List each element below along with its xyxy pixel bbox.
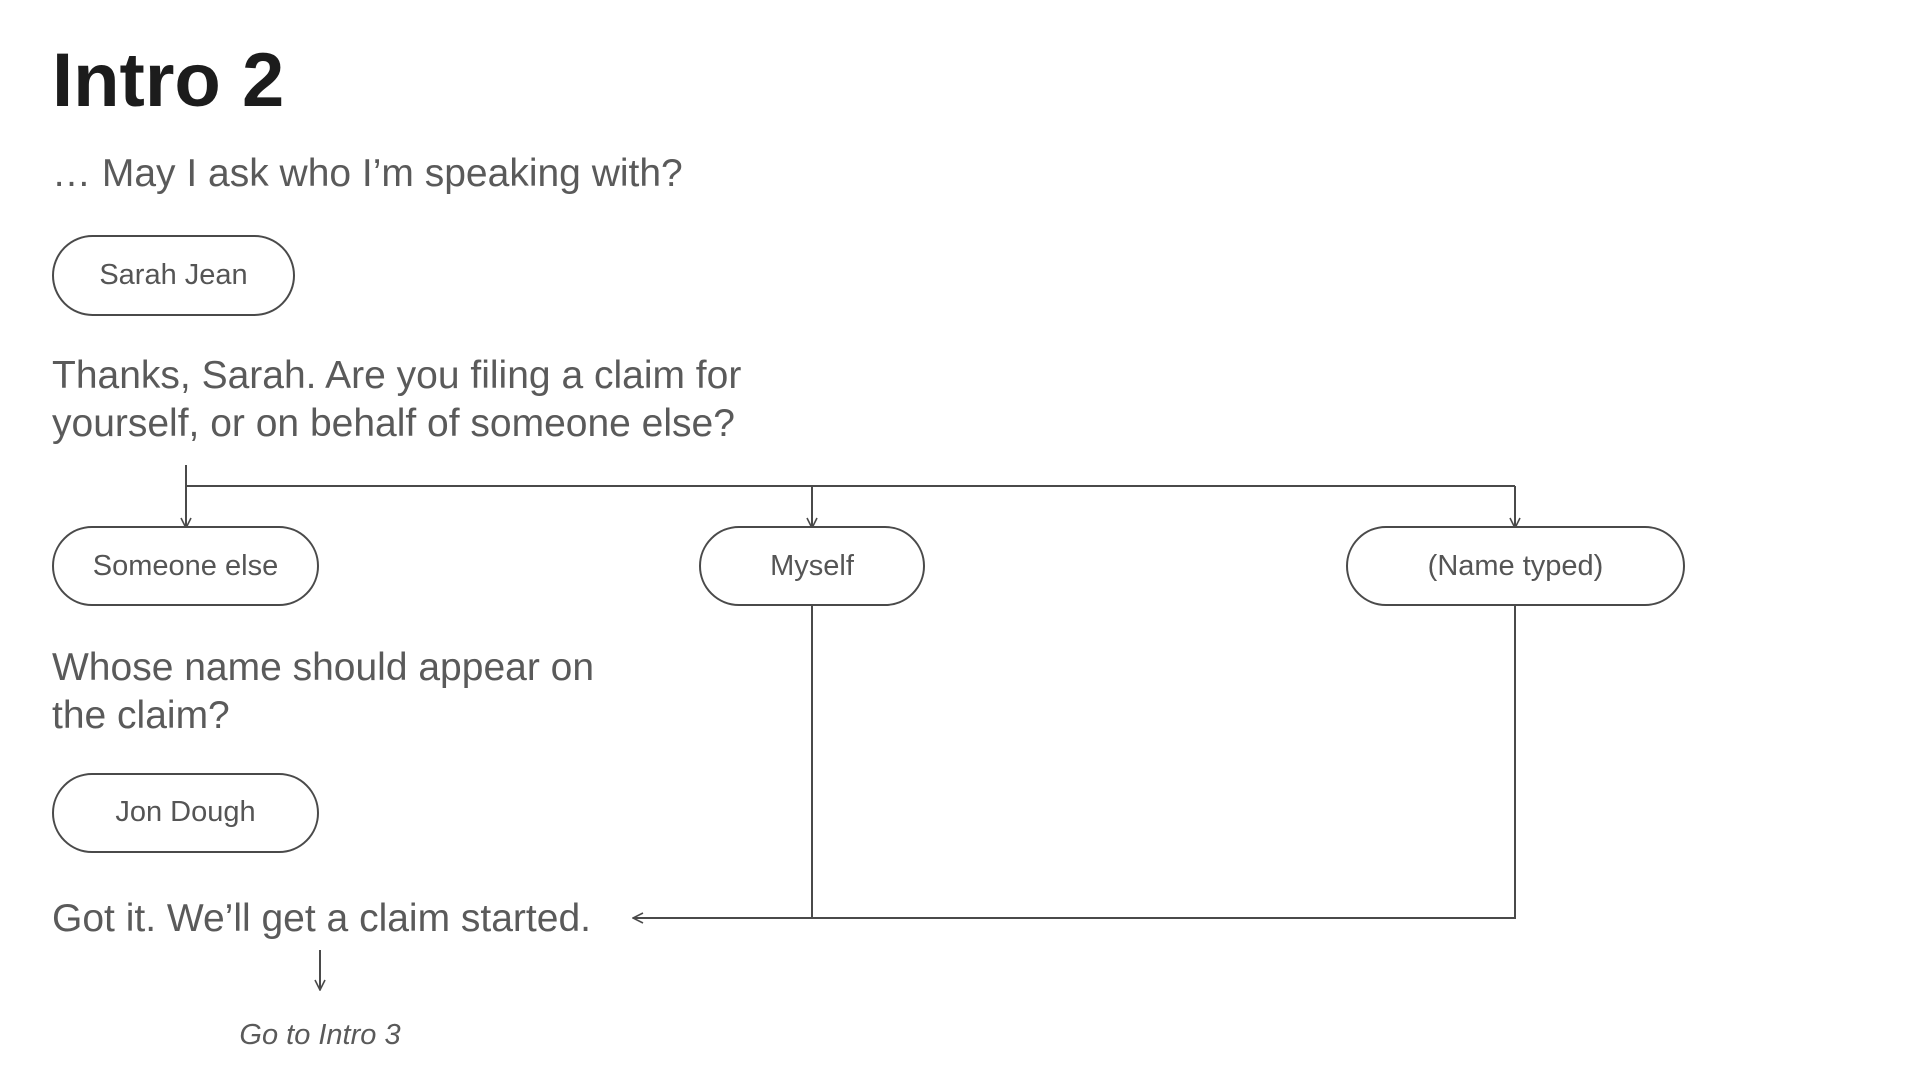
response-sarah-jean[interactable]: Sarah Jean (52, 235, 295, 316)
prompt-filing-for-line-1: Thanks, Sarah. Are you filing a claim fo… (52, 354, 741, 397)
response-label: Someone else (93, 550, 278, 582)
response-label: Myself (770, 550, 855, 582)
prompt-filing-for-line-2: yourself, or on behalf of someone else? (52, 402, 735, 445)
prompt-ask-name: … May I ask who I’m speaking with? (52, 152, 683, 195)
branch-connector (186, 465, 1515, 528)
prompt-confirmation: Got it. We’ll get a claim started. (52, 897, 591, 940)
response-pill-outline (52, 773, 319, 853)
response-pill-outline (52, 526, 319, 606)
prompt-whose-name-line-1: Whose name should appear on (52, 646, 594, 689)
goto-next-section-link[interactable]: Go to Intro 3 (239, 1019, 400, 1051)
response-someone-else[interactable]: Someone else (52, 526, 319, 606)
response-name-typed[interactable]: (Name typed) (1346, 526, 1685, 606)
response-label: (Name typed) (1428, 550, 1604, 582)
response-jon-dough[interactable]: Jon Dough (52, 773, 319, 853)
response-label: Sarah Jean (99, 259, 247, 291)
merge-connector (633, 605, 1516, 918)
page-title: Intro 2 (52, 38, 284, 123)
merge-arrow-to-confirmation (633, 605, 1516, 918)
response-pill-outline (52, 235, 295, 316)
response-myself[interactable]: Myself (699, 526, 925, 606)
prompt-whose-name-line-2: the claim? (52, 694, 230, 737)
response-label: Jon Dough (115, 796, 255, 828)
